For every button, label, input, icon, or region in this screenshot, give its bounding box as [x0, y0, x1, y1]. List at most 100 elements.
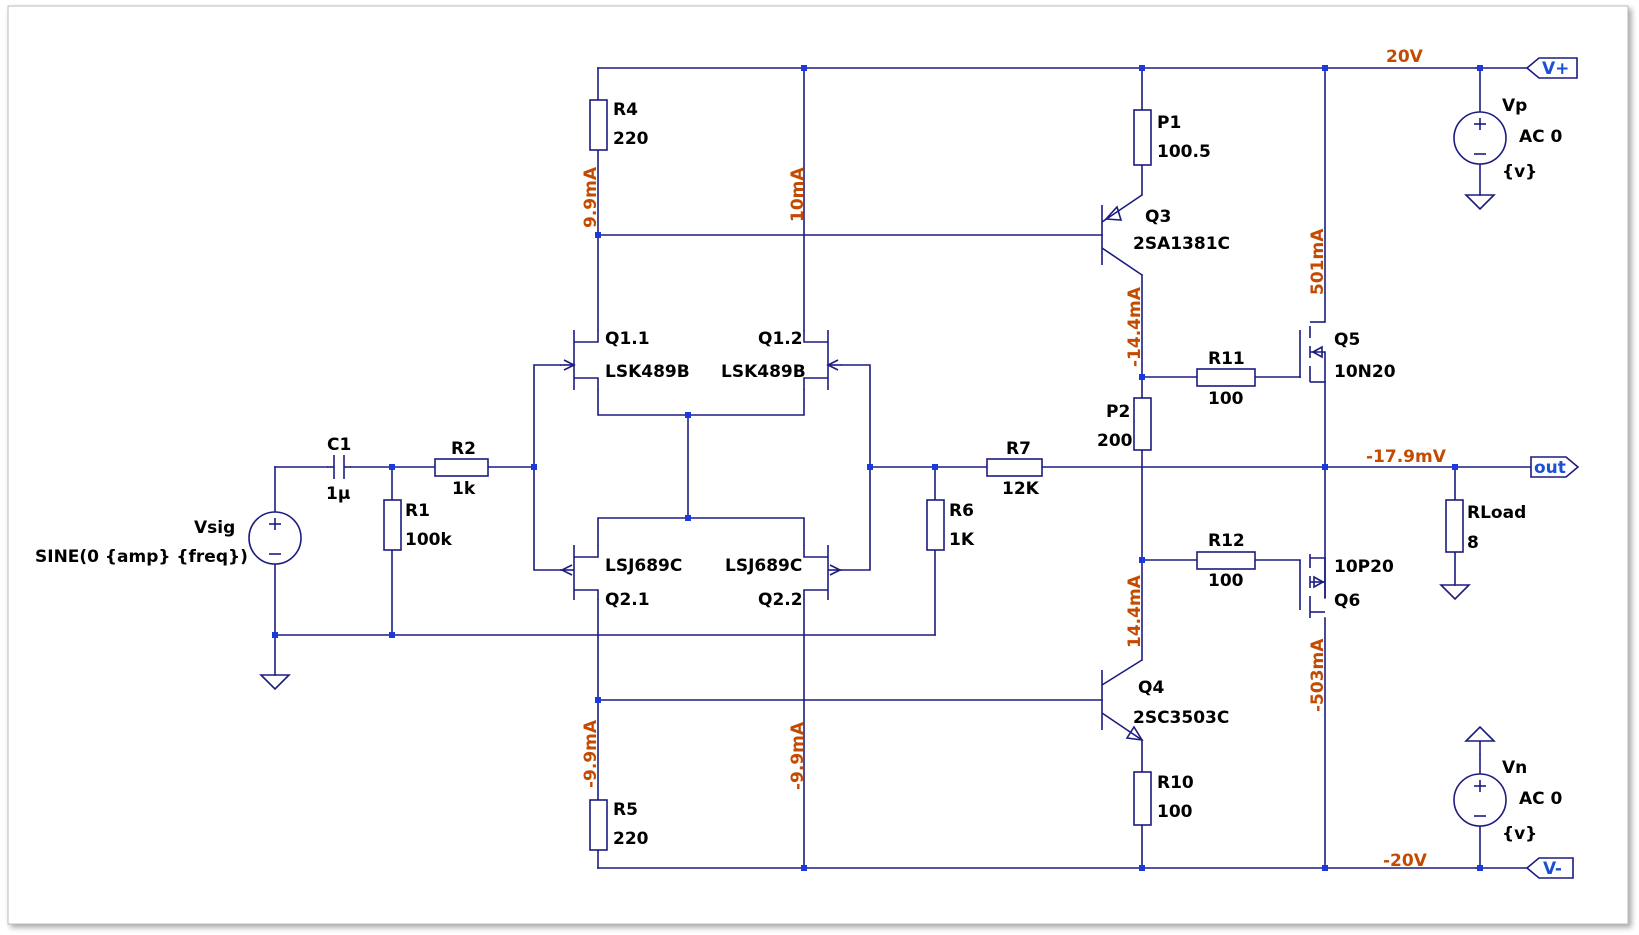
mosfet-q5[interactable]: Q5 10N20 — [1299, 321, 1396, 383]
resistor-r5[interactable]: R5 220 — [589, 799, 649, 851]
r6-name: R6 — [949, 501, 974, 521]
r4-name: R4 — [613, 100, 638, 120]
annotation-v-pos: 20V — [1386, 47, 1424, 67]
jfet-q2-1[interactable]: LSJ689C Q2.1 — [560, 545, 682, 610]
annotation-i-q4: 14.4mA — [1125, 574, 1145, 648]
resistor-r6[interactable]: R6 1K — [926, 499, 975, 551]
resistor-p2[interactable]: P2 200 — [1097, 397, 1152, 451]
bjt-q3[interactable]: Q3 2SA1381C — [1101, 194, 1230, 276]
p1-name: P1 — [1157, 113, 1181, 133]
annotation-i-q22: -9.9mA — [788, 721, 808, 790]
port-vminus[interactable]: V- — [1525, 857, 1574, 879]
jfet-q1-2[interactable]: Q1.2 LSK489B — [721, 329, 842, 390]
annotation-i-q12: 10mA — [788, 167, 808, 222]
vp-value: {v} — [1502, 162, 1537, 182]
q4-value: 2SC3503C — [1133, 708, 1229, 728]
r5-value: 220 — [613, 829, 649, 849]
p2-value: 200 — [1097, 431, 1133, 451]
q6-value: 10P20 — [1334, 557, 1394, 577]
resistor-r7[interactable]: R7 12K — [986, 439, 1043, 499]
vsig-name: Vsig — [194, 518, 235, 538]
q2-1-value: LSJ689C — [605, 556, 682, 576]
port-out-label: out — [1534, 458, 1566, 478]
voltage-source-vn[interactable]: Vn AC 0 {v} — [1453, 758, 1563, 844]
capacitor-c1[interactable]: C1 1µ — [326, 435, 351, 504]
vn-value: {v} — [1502, 824, 1537, 844]
c1-name: C1 — [327, 435, 351, 455]
annotation-i-r4: 9.9mA — [581, 166, 601, 228]
ground-symbol-vn — [1464, 725, 1496, 755]
p1-value: 100.5 — [1157, 142, 1211, 162]
annotation-i-q5: 501mA — [1308, 228, 1328, 295]
q6-name: Q6 — [1334, 591, 1360, 611]
resistor-r11[interactable]: R11 100 — [1196, 349, 1256, 409]
port-out[interactable]: out — [1530, 456, 1580, 478]
ground-symbol-input — [259, 674, 291, 691]
p2-name: P2 — [1106, 402, 1130, 422]
annotation-i-r5: -9.9mA — [581, 719, 601, 788]
mosfet-q6[interactable]: 10P20 Q6 — [1299, 554, 1394, 618]
r1-value: 100k — [405, 530, 452, 550]
q2-2-name: Q2.2 — [758, 590, 803, 610]
ground-symbol-rload — [1439, 584, 1471, 601]
port-vplus-label: V+ — [1542, 59, 1569, 79]
c1-value: 1µ — [326, 484, 350, 504]
bjt-q4[interactable]: Q4 2SC3503C — [1101, 659, 1229, 742]
q1-1-name: Q1.1 — [605, 329, 650, 349]
jfet-q2-2[interactable]: LSJ689C Q2.2 — [725, 545, 842, 610]
q1-2-name: Q1.2 — [758, 329, 803, 349]
schematic-sheet — [7, 5, 1629, 925]
r11-name: R11 — [1208, 349, 1245, 369]
resistor-r2[interactable]: R2 1k — [434, 439, 489, 499]
resistor-r1[interactable]: R1 100k — [383, 499, 452, 551]
r7-value: 12K — [1002, 479, 1040, 499]
r11-value: 100 — [1208, 389, 1244, 409]
r6-value: 1K — [949, 530, 975, 550]
q3-name: Q3 — [1145, 207, 1171, 227]
voltage-source-vp[interactable]: Vp AC 0 {v} — [1453, 96, 1563, 182]
annotation-v-neg: -20V — [1383, 851, 1428, 871]
current-annotations: 9.9mA 10mA -14.4mA 501mA -9.9mA -9.9mA 1… — [581, 166, 1328, 790]
r5-name: R5 — [613, 800, 638, 820]
q3-value: 2SA1381C — [1133, 234, 1230, 254]
r10-name: R10 — [1157, 773, 1194, 793]
port-vplus[interactable]: V+ — [1525, 57, 1578, 79]
r12-name: R12 — [1208, 531, 1245, 551]
r2-value: 1k — [452, 479, 476, 499]
q1-1-value: LSK489B — [605, 362, 690, 382]
port-vminus-label: V- — [1543, 859, 1562, 879]
q5-name: Q5 — [1334, 330, 1360, 350]
resistor-p1[interactable]: P1 100.5 — [1133, 109, 1211, 166]
r7-name: R7 — [1006, 439, 1031, 459]
resistor-r4[interactable]: R4 220 — [589, 99, 649, 151]
vp-name: Vp — [1502, 96, 1527, 116]
rload-name: RLoad — [1467, 503, 1526, 523]
q5-value: 10N20 — [1334, 362, 1396, 382]
r2-name: R2 — [451, 439, 476, 459]
vn-name: Vn — [1502, 758, 1527, 778]
q4-name: Q4 — [1138, 678, 1164, 698]
resistor-r10[interactable]: R10 100 — [1133, 771, 1194, 826]
resistor-r12[interactable]: R12 100 — [1196, 531, 1256, 591]
annotation-v-out: -17.9mV — [1366, 447, 1447, 467]
vn-ac: AC 0 — [1519, 789, 1563, 809]
q2-2-value: LSJ689C — [725, 556, 802, 576]
wires — [274, 67, 1544, 869]
q1-2-value: LSK489B — [721, 362, 806, 382]
annotation-i-q6: -503mA — [1308, 638, 1328, 712]
jfet-q1-1[interactable]: Q1.1 LSK489B — [560, 329, 690, 390]
r1-name: R1 — [405, 501, 430, 521]
q2-1-name: Q2.1 — [605, 590, 650, 610]
vsig-value: SINE(0 {amp} {freq}) — [35, 547, 248, 567]
voltage-annotations: 20V -20V -17.9mV — [1366, 47, 1447, 871]
vp-ac: AC 0 — [1519, 127, 1563, 147]
rload-value: 8 — [1467, 533, 1479, 553]
r10-value: 100 — [1157, 802, 1193, 822]
ground-symbol-vp — [1464, 194, 1496, 211]
annotation-i-q3: -14.4mA — [1125, 286, 1145, 367]
r12-value: 100 — [1208, 571, 1244, 591]
voltage-source-vsig[interactable]: Vsig SINE(0 {amp} {freq}) — [35, 511, 302, 567]
r4-value: 220 — [613, 129, 649, 149]
resistor-rload[interactable]: RLoad 8 — [1445, 499, 1526, 553]
